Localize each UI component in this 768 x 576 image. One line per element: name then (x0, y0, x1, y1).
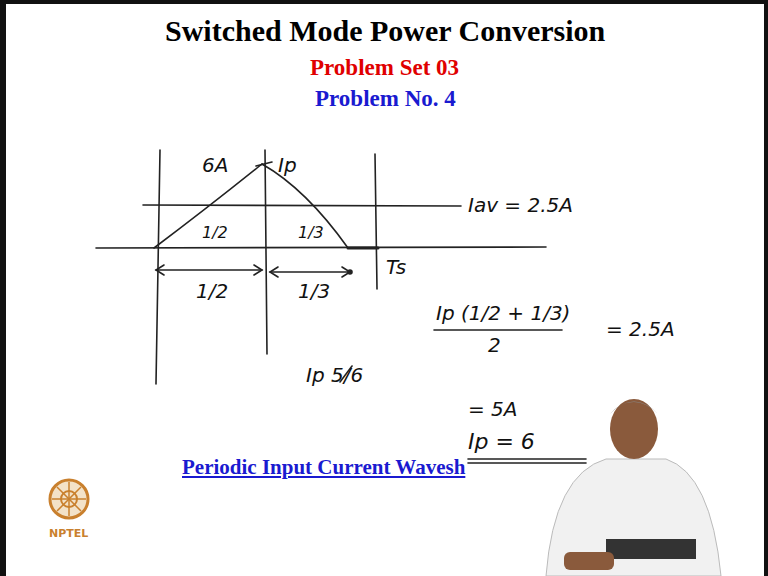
rise-fraction: 1/2 (202, 224, 228, 242)
average-label: Iav = 2.5A (468, 194, 573, 216)
equation-numerator: Ip (1/2 + 1/3) (436, 302, 570, 324)
peak-answer: Ip = 6 (468, 430, 535, 454)
equation-denominator: 2 (488, 334, 501, 356)
slide-caption: Periodic Input Current Wavesh (182, 456, 465, 479)
problem-number: Problem No. 4 (315, 86, 456, 111)
equation-result: = 2.5A (606, 318, 675, 340)
period-label: Ts (386, 256, 406, 278)
rise-interval: 1/2 (196, 280, 228, 302)
slide: Switched Mode Power ConversionProblem Se… (6, 4, 764, 576)
problem-set: Problem Set 03 (310, 55, 459, 80)
peak-value: 6A (202, 154, 228, 176)
peak-symbol: Ip (278, 154, 297, 176)
fall-interval: 1/3 (298, 280, 330, 302)
slide-title: Switched Mode Power Conversion (165, 14, 605, 47)
fall-fraction: 1/3 (298, 224, 324, 242)
logo-text: NPTEL (49, 528, 88, 540)
step-result: = 5A (468, 398, 518, 420)
equation-step: Ip 5/6 (306, 364, 363, 386)
